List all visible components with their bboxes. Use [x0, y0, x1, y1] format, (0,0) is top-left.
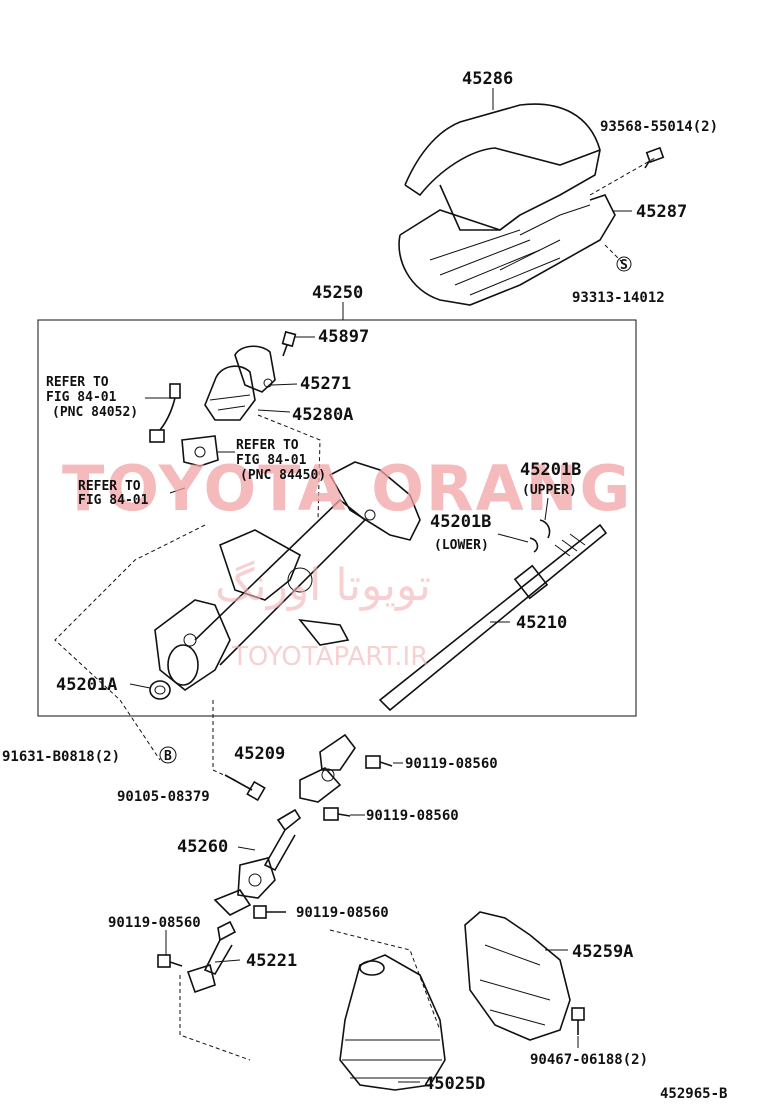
- label-45897: 45897: [318, 327, 369, 347]
- label-45287: 45287: [636, 202, 687, 222]
- watermark-main: TOYOTA ORANG: [62, 452, 632, 525]
- ref1-line3: (PNC 84052): [52, 405, 138, 420]
- upper-bracket-drawing: [204, 330, 297, 421]
- figure-code: 452965-B: [660, 1086, 727, 1102]
- svg-text:S: S: [620, 258, 628, 273]
- label-45286: 45286: [462, 69, 513, 89]
- label-45210: 45210: [516, 613, 567, 633]
- ref1-line1: REFER TO: [46, 375, 109, 390]
- assembly-45250-frame: [37, 319, 637, 717]
- boot-45025d-drawing: [179, 929, 446, 1091]
- label-45221: 45221: [246, 951, 297, 971]
- label-93568: 93568-55014(2): [600, 119, 718, 135]
- label-90119-d: 90119-08560: [108, 915, 201, 931]
- label-45201b-lower-note: (LOWER): [434, 538, 489, 553]
- bushing-45201b-drawing: [529, 519, 551, 553]
- intermediate-shaft-45260-drawing: [213, 808, 302, 916]
- label-91631: 91631-B0818(2): [2, 749, 120, 765]
- label-45250: 45250: [312, 283, 363, 303]
- watermark-arabic: تویوتا اورنگ: [215, 560, 431, 611]
- ref2-line2: FIG 84-01: [236, 453, 307, 468]
- ref2-line1: REFER TO: [236, 438, 299, 453]
- label-90119-b: 90119-08560: [366, 808, 459, 824]
- ref3-line1: REFER TO: [78, 479, 141, 494]
- harness-84052-drawing: [149, 383, 181, 443]
- label-45260: 45260: [177, 837, 228, 857]
- bushing-45201a-drawing: [149, 680, 171, 700]
- ref3-line2: FIG 84-01: [78, 493, 149, 508]
- label-45201b-lower: 45201B: [430, 512, 491, 532]
- label-90467: 90467-06188(2): [530, 1052, 648, 1068]
- yoke-45221-drawing: [186, 920, 237, 994]
- label-90119-a: 90119-08560: [405, 756, 498, 772]
- label-90105: 90105-08379: [117, 789, 210, 805]
- column-tube-drawing: [154, 461, 421, 691]
- watermark-site: TOYOTAPART.IR: [231, 642, 428, 672]
- bolt-90119-d-drawing: [157, 954, 183, 968]
- column-cover-drawing: [398, 103, 656, 306]
- label-93313: 93313-14012: [572, 290, 665, 306]
- label-45259a: 45259A: [572, 942, 633, 962]
- label-45280a: 45280A: [292, 405, 353, 425]
- switch-84450-drawing: [181, 435, 219, 467]
- label-45201b-upper: 45201B: [520, 460, 581, 480]
- b-marker-91631: B: [159, 746, 177, 764]
- label-45209: 45209: [234, 744, 285, 764]
- bolt-93568-drawing: [644, 146, 665, 169]
- bolt-90119-c-drawing: [253, 905, 286, 919]
- label-45201a: 45201A: [56, 675, 117, 695]
- label-90119-c: 90119-08560: [296, 905, 389, 921]
- s-marker-93313: S: [616, 256, 632, 273]
- u-joint-45209-drawing: [299, 733, 393, 821]
- cover-45259a-drawing: [464, 911, 585, 1041]
- label-45025d: 45025D: [424, 1074, 485, 1094]
- ref1-line2: FIG 84-01: [46, 390, 117, 405]
- svg-text:B: B: [164, 749, 172, 764]
- label-45201b-upper-note: (UPPER): [522, 483, 577, 498]
- ref2-line3: (PNC 84450): [240, 468, 326, 483]
- bolt-90105-drawing: [224, 774, 266, 802]
- label-45271: 45271: [300, 374, 351, 394]
- main-shaft-45210-drawing: [378, 523, 608, 712]
